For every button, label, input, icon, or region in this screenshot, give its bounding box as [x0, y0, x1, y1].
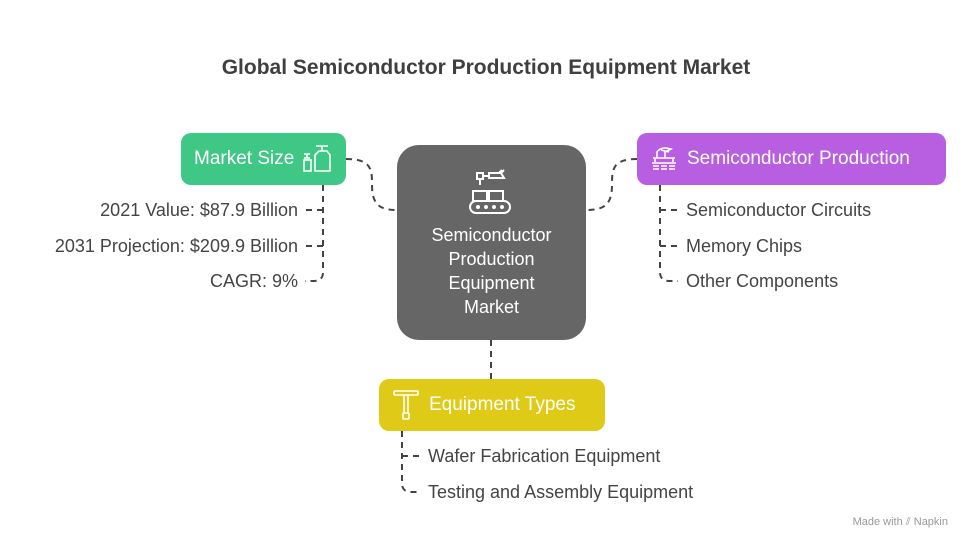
production-item: Semiconductor Circuits	[686, 200, 872, 220]
footer-credit: Made with ⫽ Napkin	[853, 516, 948, 529]
chip-machine-icon	[649, 144, 679, 174]
production-item: Memory Chips	[686, 236, 803, 256]
equipment-item: Wafer Fabrication Equipment	[428, 446, 661, 466]
semiconductor-production-label: Semiconductor Production	[687, 148, 910, 169]
equipment-types-node: Equipment Types	[379, 379, 605, 431]
center-label-line: Semiconductor	[431, 225, 552, 245]
center-label: Semiconductor Production Equipment Marke…	[397, 223, 586, 319]
center-label-line: Equipment	[448, 273, 535, 293]
semiconductor-production-node: Semiconductor Production	[637, 133, 946, 185]
market-size-node: Market Size	[181, 133, 346, 185]
connector-semiconductor-production	[585, 158, 638, 211]
bottles-measure-icon	[302, 144, 332, 174]
t-tool-icon	[391, 389, 421, 421]
made-with-text: Made with	[852, 516, 903, 528]
connector-production-items	[659, 185, 678, 282]
equipment-item: Testing and Assembly Equipment	[428, 482, 694, 502]
production-item: Other Components	[686, 271, 839, 291]
market-size-item: 2021 Value: $87.9 Billion	[100, 200, 298, 220]
connector-market-items	[305, 185, 324, 282]
equipment-types-label: Equipment Types	[429, 394, 576, 415]
connector-market-size	[345, 158, 398, 211]
center-node: Semiconductor Production Equipment Marke…	[397, 145, 586, 340]
robot-arm-conveyor-icon	[467, 169, 515, 223]
napkin-logo-icon: ⫽	[905, 516, 911, 528]
page-title: Global Semiconductor Production Equipmen…	[221, 56, 751, 79]
center-label-line: Production	[448, 249, 535, 269]
center-label-line: Market	[463, 297, 519, 317]
brand-text: Napkin	[913, 516, 948, 528]
market-size-item: CAGR: 9%	[209, 271, 298, 291]
market-size-label: Market Size	[194, 148, 295, 169]
market-size-item: 2031 Projection: $209.9 Billion	[54, 236, 298, 256]
connector-equipment-items	[401, 431, 420, 493]
